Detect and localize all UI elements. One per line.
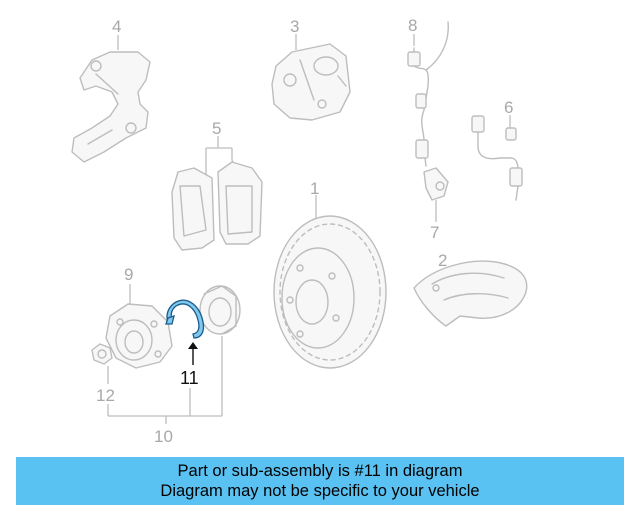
callout-5: 5 (212, 119, 221, 138)
part-12-hub-nut (91, 343, 113, 365)
part-10-wheel-bearing (199, 285, 241, 335)
callout-7: 7 (430, 223, 439, 242)
part-1-brake-rotor (273, 195, 387, 369)
part-3-caliper (271, 34, 351, 121)
callout-11: 11 (180, 368, 199, 388)
callout-2: 2 (438, 251, 447, 270)
callout-6: 6 (504, 98, 513, 117)
callout-10: 10 (154, 427, 173, 446)
bracket-leaders (107, 336, 223, 424)
part-9-wheel-hub (105, 284, 173, 369)
part-6-brake-hose (471, 115, 523, 201)
callout-3: 3 (290, 17, 299, 36)
part-7-abs-sensor (423, 167, 449, 222)
part-5-brake-pads (171, 136, 263, 251)
callout-4: 4 (112, 17, 121, 36)
part-4-caliper-bracket (71, 35, 151, 163)
callout-8: 8 (408, 16, 417, 35)
part-8-sensor-wire (407, 21, 449, 167)
part-2-splash-shield (413, 260, 528, 327)
parts-diagram: 4 3 8 5 6 1 7 2 9 11 12 10 (71, 16, 528, 446)
banner-line-part-number: Part or sub-assembly is #11 in diagram (177, 462, 463, 480)
callout-9: 9 (124, 265, 133, 284)
banner-line-disclaimer: Diagram may not be specific to your vehi… (160, 482, 480, 500)
part-11-snap-ring-highlighted (165, 299, 205, 365)
info-banner: Part or sub-assembly is #11 in diagram D… (16, 457, 624, 505)
callout-1: 1 (310, 179, 319, 198)
callout-12: 12 (96, 386, 115, 405)
